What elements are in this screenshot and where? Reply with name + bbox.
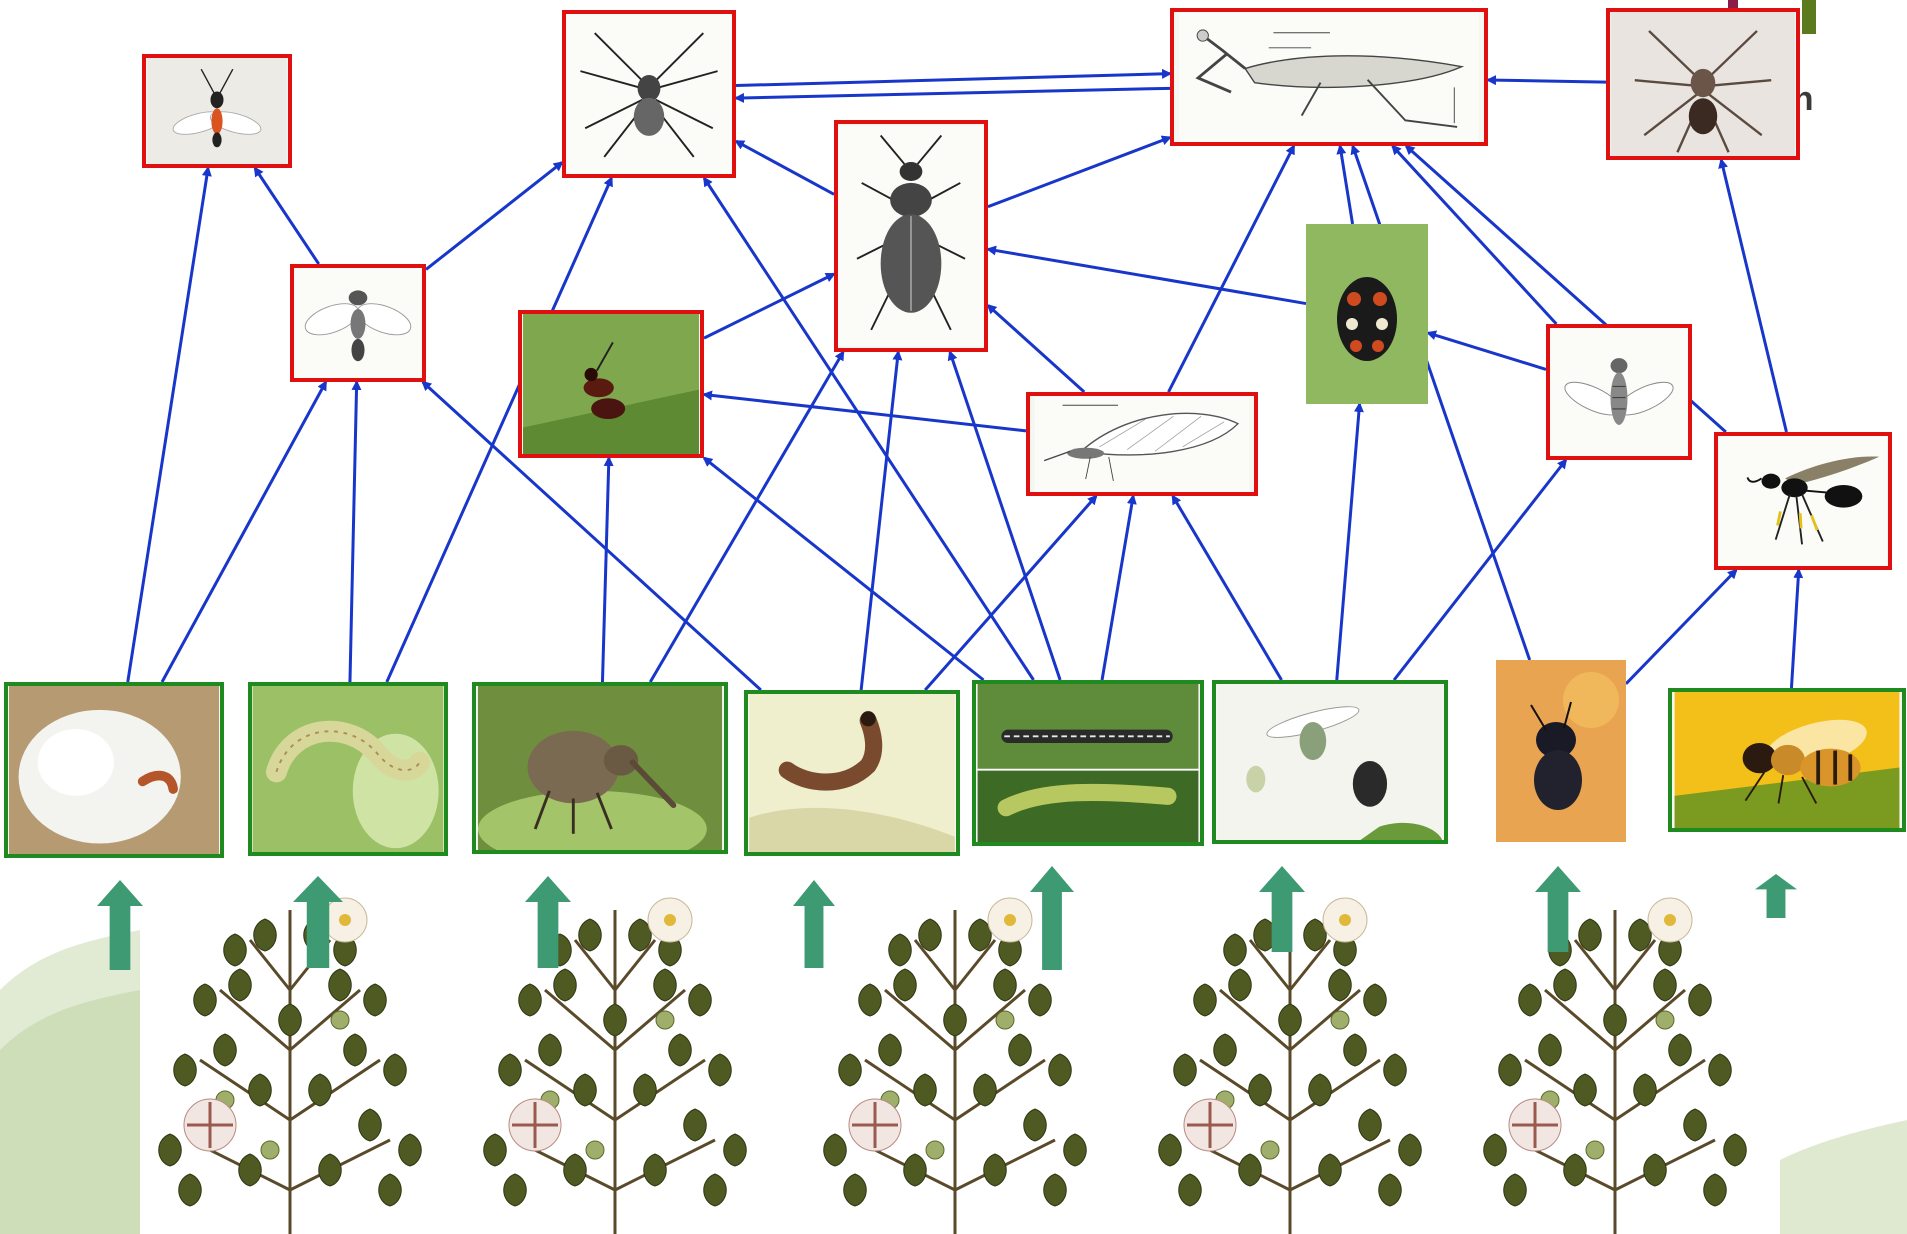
link-arrow-pred-5-to-pred-2 xyxy=(736,141,834,194)
plant-to-pest-arrow xyxy=(1259,866,1305,952)
link-arrow-pred-2-to-pred-3 xyxy=(736,74,1170,86)
predator-node-praying-mantis[interactable] xyxy=(1170,8,1488,146)
caterpillar-icon xyxy=(252,686,444,852)
pest-node-boll-weevil[interactable] xyxy=(472,682,728,854)
larva-icon xyxy=(8,686,220,854)
link-arrow-pest-7-to-pred-11 xyxy=(1626,570,1736,684)
link-arrow-pest-6-to-pred-10 xyxy=(1394,460,1566,680)
pest-node-pink-bollworm[interactable] xyxy=(4,682,224,858)
wasp-icon xyxy=(294,268,422,378)
weevil-icon xyxy=(476,686,724,850)
link-arrow-pest-6-to-pred-9 xyxy=(1173,496,1282,680)
plant-to-pest-arrow xyxy=(1030,866,1074,970)
lacewing-icon xyxy=(1030,396,1254,492)
wasp-icon xyxy=(522,314,700,454)
bee-icon xyxy=(1496,660,1626,842)
link-arrow-pred-10-to-pred-8 xyxy=(1428,333,1546,370)
link-arrow-pest-4-to-pred-5 xyxy=(861,352,898,690)
pest-node-bollworm-green[interactable] xyxy=(248,682,448,856)
fly-icon xyxy=(1550,328,1688,456)
link-arrow-pest-1-to-pred-6 xyxy=(162,382,326,682)
link-arrow-pred-11-to-pred-4 xyxy=(1721,160,1786,432)
pest-node-honey-bee[interactable] xyxy=(1668,688,1906,832)
spider-icon xyxy=(566,14,732,174)
link-arrow-pred-6-to-pred-1 xyxy=(255,168,319,264)
plant-to-pest-arrow xyxy=(293,876,343,968)
link-arrow-pest-5-to-pred-9 xyxy=(1102,496,1133,680)
plant-to-pest-arrow xyxy=(793,880,835,968)
link-arrow-pest-2-to-pred-6 xyxy=(350,382,357,682)
predator-node-parasitoid-wasp-small[interactable] xyxy=(142,54,292,168)
plant-to-pest-arrow xyxy=(525,876,571,968)
link-arrow-pred-7-to-pred-5 xyxy=(704,274,834,338)
caterpillar-icon xyxy=(976,684,1200,842)
predator-node-lacewing[interactable] xyxy=(1026,392,1258,496)
link-arrow-pred-9-to-pred-5 xyxy=(988,305,1084,392)
link-arrow-pred-3-to-pred-2 xyxy=(736,88,1170,98)
aphid-icon xyxy=(1216,684,1444,840)
pest-node-aphids[interactable] xyxy=(1212,680,1448,844)
link-arrow-pest-5-to-pred-7 xyxy=(704,458,984,680)
link-arrow-pest-1-to-pred-1 xyxy=(128,168,208,682)
mantis-icon xyxy=(1174,12,1484,142)
predator-node-trichogramma-wasp[interactable] xyxy=(290,264,426,382)
link-arrow-pred-8-to-pred-3 xyxy=(1340,146,1353,224)
predator-node-mud-dauber-wasp[interactable] xyxy=(1714,432,1892,570)
predator-node-spider-drawing[interactable] xyxy=(562,10,736,178)
predator-node-ground-beetle[interactable] xyxy=(834,120,988,352)
ladybug-icon xyxy=(1306,224,1428,404)
wasp-icon xyxy=(1718,436,1888,566)
plant-to-pest-arrow xyxy=(97,880,143,970)
wasp-icon xyxy=(146,58,288,164)
caterpillar-icon xyxy=(748,694,956,852)
pest-node-cutworm[interactable] xyxy=(744,690,960,856)
predator-node-lady-beetle xyxy=(1306,224,1428,404)
predator-node-syrphid-fly[interactable] xyxy=(1546,324,1692,460)
link-arrow-pred-8-to-pred-5 xyxy=(988,249,1306,303)
link-arrow-pest-8-to-pred-11 xyxy=(1791,570,1798,688)
link-arrow-pred-4-to-pred-3 xyxy=(1488,80,1606,82)
pest-node-armyworms[interactable] xyxy=(972,680,1204,846)
link-arrow-pest-4-to-pred-9 xyxy=(925,496,1096,690)
link-arrow-pred-5-to-pred-3 xyxy=(988,137,1170,206)
pest-node-stink-bug-bee xyxy=(1496,660,1626,842)
link-arrow-pest-6-to-pred-8 xyxy=(1337,404,1360,680)
predator-node-parasitoid-pair[interactable] xyxy=(518,310,704,458)
plant-to-pest-arrow xyxy=(1755,874,1797,918)
predator-node-wolf-spider-photo[interactable] xyxy=(1606,8,1800,160)
link-arrow-pest-3-to-pred-7 xyxy=(602,458,608,682)
beetle-icon xyxy=(838,124,984,348)
link-arrow-pred-9-to-pred-3 xyxy=(1168,146,1293,392)
spider-icon xyxy=(1610,12,1796,156)
bee-icon xyxy=(1672,692,1902,828)
link-arrow-pred-6-to-pred-2 xyxy=(426,162,562,269)
plant-to-pest-arrow xyxy=(1535,866,1581,952)
